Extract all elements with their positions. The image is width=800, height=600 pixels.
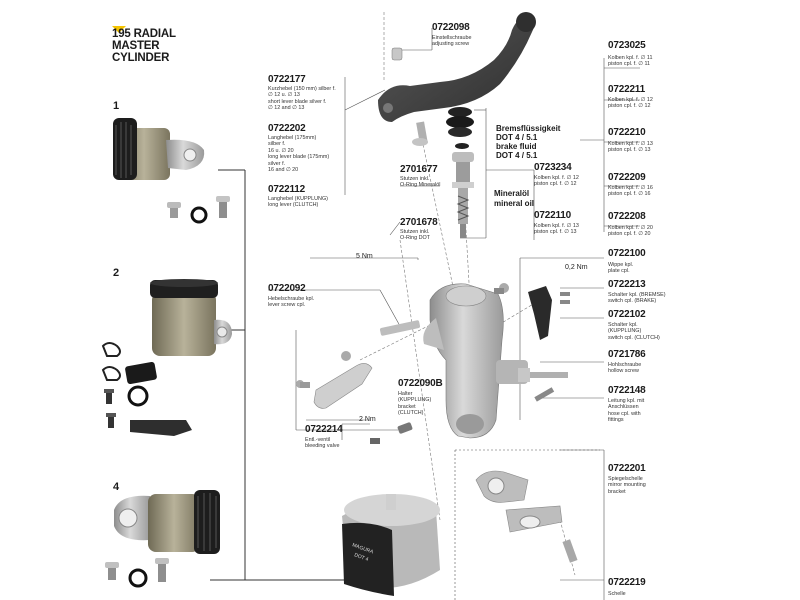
part-desc-0722213: Schalter kpl. (BREMSE) switch cpl. (BRAK… <box>608 292 666 305</box>
part-desc-2701678: Stutzen inkl. O-Ring DOT <box>400 229 430 242</box>
part-number-0721786: 0721786 <box>608 349 646 360</box>
part-desc-0722210: Kolben kpl. f. ∅ 13 piston cpl. f. ∅ 13 <box>608 141 653 154</box>
hose-fitting <box>534 387 555 402</box>
part-desc-0722090B: Halter (KUPPLUNG) bracket (CLUTCH) <box>398 391 432 417</box>
brake-fluid-label-de: Bremsflüssigkeit DOT 4 / 5.1 <box>496 124 561 142</box>
variant-4-number: 4 <box>113 481 120 493</box>
part-number-0723025: 0723025 <box>608 40 646 51</box>
part-number-2701677: 2701677 <box>400 164 438 175</box>
large-reservoir: MAGURA DOT 4 <box>342 494 440 596</box>
variant-1-number: 1 <box>113 100 120 112</box>
variant-2-number: 2 <box>113 267 120 279</box>
svg-text:DOT 4: DOT 4 <box>353 552 369 563</box>
part-desc-0722177: Kurzhebel (150 mm) silber f. ∅ 12 u. ∅ 1… <box>268 86 336 112</box>
lever-screw <box>379 320 421 336</box>
torque-2nm: 2 Nm <box>359 416 376 423</box>
part-desc-0722092: Hebelschraube kpl. lever screw cpl. <box>268 296 315 309</box>
title-line3: CYLINDER <box>112 52 170 64</box>
variant-4-small-parts <box>105 558 169 588</box>
mirror-clamp-lower <box>505 505 563 533</box>
part-desc-0722110: Kolben kpl. f. ∅ 13 piston cpl. f. ∅ 13 <box>534 223 579 236</box>
part-number-0722211: 0722211 <box>608 84 645 95</box>
variant-4-reservoir <box>114 490 220 554</box>
variant-1-small-parts <box>167 196 230 224</box>
clutch-bracket <box>296 351 373 409</box>
part-desc-0722202: Langhebel (175mm) silber f. 16 u. ∅ 20 l… <box>268 135 330 174</box>
lever-blade <box>378 12 536 122</box>
part-number-0722201: 0722201 <box>608 463 646 474</box>
variant-1-reservoir <box>113 118 205 180</box>
part-desc-0722219: Schelle <box>608 591 626 597</box>
part-number-0722202: 0722202 <box>268 123 306 134</box>
accent-stripe <box>112 26 126 33</box>
part-number-0722214: 0722214 <box>305 424 343 435</box>
torque-0-2nm: 0,2 Nm <box>565 264 588 271</box>
pushrod-and-boot <box>412 107 474 149</box>
part-desc-0722100: Wippe kpl. plate cpl. <box>608 262 634 275</box>
part-number-0722110: 0722110 <box>534 210 571 221</box>
part-number-0722092: 0722092 <box>268 283 306 294</box>
mineral-oil-label-de: Mineralöl <box>494 189 530 198</box>
part-desc-0722209: Kolben kpl. f. ∅ 16 piston cpl. f. ∅ 16 <box>608 185 653 198</box>
hose-screws <box>300 288 504 388</box>
part-number-0722112: 0722112 <box>268 184 305 195</box>
part-number-0722148: 0722148 <box>608 385 646 396</box>
part-number-0722208: 0722208 <box>608 211 646 222</box>
hollow-screw <box>518 368 568 382</box>
part-number-0722213: 0722213 <box>608 279 646 290</box>
torque-5nm: 5 Nm <box>356 253 373 260</box>
title-line2: MASTER <box>112 40 160 52</box>
part-desc-0723234: Kolben kpl. f. ∅ 12 piston cpl. f. ∅ 12 <box>534 175 579 188</box>
mineral-oil-label-en: mineral oil <box>494 199 535 208</box>
part-number-0722098: 0722098 <box>432 22 470 33</box>
part-desc-0722148: Leitung kpl. mit Anschlüssen hose cpl. w… <box>608 398 645 424</box>
part-number-0722102: 0722102 <box>608 309 646 320</box>
part-number-0722219: 0722219 <box>608 577 646 588</box>
part-desc-0721786: Hohlschraube hollow screw <box>608 362 642 375</box>
part-number-0722177: 0722177 <box>268 74 306 85</box>
bleeding-valve <box>370 422 413 444</box>
part-number-0722090B: 0722090B <box>398 378 443 389</box>
part-desc-0722208: Kolben kpl. f. ∅ 20 piston cpl. f. ∅ 20 <box>608 225 653 238</box>
part-number-2701678: 2701678 <box>400 217 438 228</box>
title-line1: 195 RADIAL <box>112 28 176 40</box>
master-cylinder-body <box>423 283 528 439</box>
switch-assembly <box>528 286 570 340</box>
part-desc-0722211: Kolben kpl. f. ∅ 12 piston cpl. f. ∅ 12 <box>608 97 653 110</box>
part-desc-2701677: Stutzen inkl. O-Ring Mineralöl <box>400 176 441 189</box>
part-desc-0722112: Langhebel (KUPPLUNG) long lever (CLUTCH) <box>268 196 328 209</box>
variant-2-reservoir <box>150 279 232 356</box>
part-desc-0722102: Schalter kpl. (KUPPLUNG) switch cpl. (CL… <box>608 322 660 341</box>
part-desc-0722201: Spiegelschelle mirror mounting bracket <box>608 476 646 495</box>
part-number-0722209: 0722209 <box>608 172 646 183</box>
part-number-0723234: 0723234 <box>534 162 572 173</box>
diagram-title: 195 RADIAL MASTER CYLINDER <box>112 28 202 64</box>
leader-lines <box>268 28 640 600</box>
part-number-0722100: 0722100 <box>608 248 646 259</box>
mirror-clamp-upper <box>475 470 529 503</box>
part-desc-0723025: Kolben kpl. f. ∅ 11 piston cpl. f. ∅ 11 <box>608 55 653 68</box>
part-desc-0722098: Einstellschraube adjusting screw <box>432 35 472 48</box>
part-number-0722210: 0722210 <box>608 127 646 138</box>
variant-2-small-parts <box>101 342 192 436</box>
clamp-screw <box>562 539 578 563</box>
brake-fluid-label-en: brake fluid DOT 4 / 5.1 <box>496 142 538 160</box>
adjusting-screw <box>391 47 403 61</box>
variant-bracket <box>210 169 360 581</box>
part-desc-0722214: Entl.-ventil bleeding valve <box>305 437 340 450</box>
piston-assembly <box>452 152 474 238</box>
